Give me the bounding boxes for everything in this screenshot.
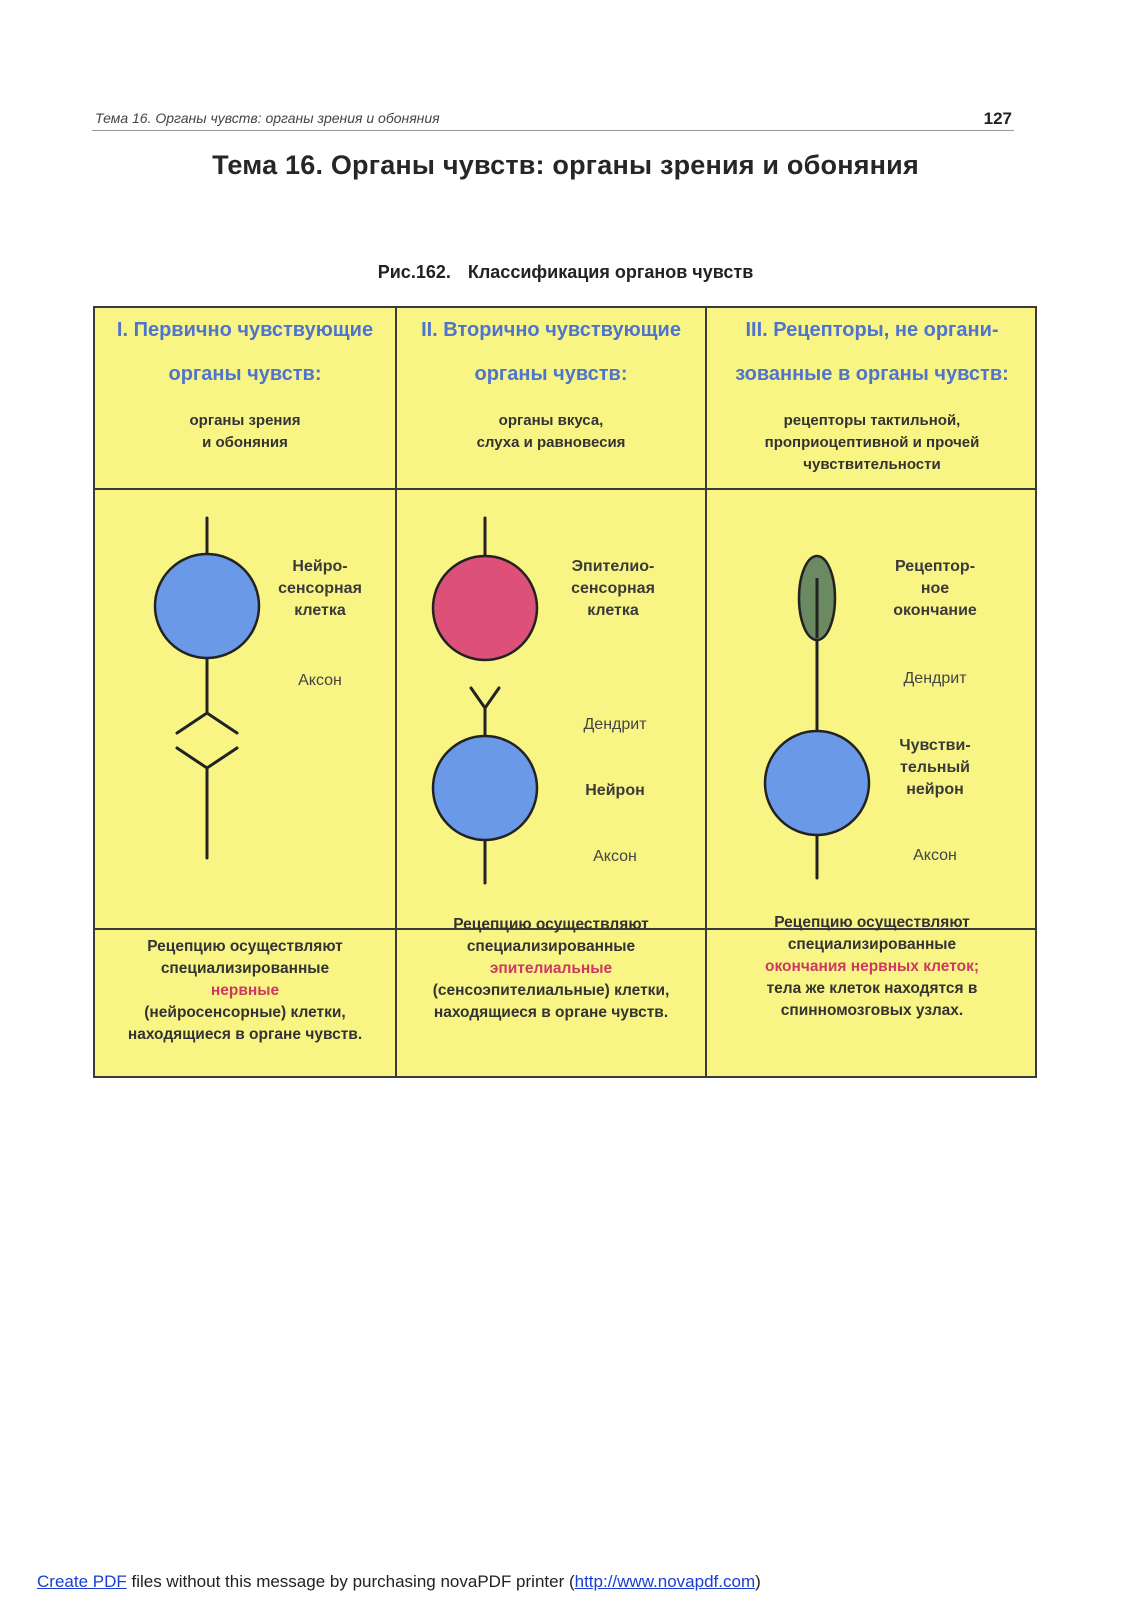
col2-neuron-cell (431, 734, 539, 842)
col1-footer-line: специализированные (160, 960, 330, 977)
col1-synapse-upper (175, 711, 239, 735)
classification-table: I. Первично чувствующие органы чувств: о… (93, 306, 1037, 1078)
col3-footer-line: тела же клеток находятся в (766, 980, 978, 997)
page-title: Тема 16. Органы чувств: органы зрения и … (212, 150, 919, 180)
footer-note-end: ) (755, 1572, 761, 1591)
figure-label: Рис.162. (377, 262, 451, 282)
col2-footer-line: находящиеся в органе чувств. (433, 1004, 669, 1021)
row-divider (95, 488, 1035, 490)
col2-footer-line: Рецепцию осуществляют (453, 916, 649, 933)
col3-label-axon: Аксон (913, 847, 957, 864)
col2-dendrite-fork (469, 686, 501, 711)
col3-label-neuron: Чувстви- тельный нейрон (899, 737, 971, 798)
create-pdf-link[interactable]: Create PDF (37, 1572, 127, 1591)
col3-heading-line2: зованные в органы чувств: (735, 363, 1009, 385)
col1-subtitle: органы зрения и обоняния (189, 412, 301, 451)
neurosensory-cell (153, 552, 261, 660)
page-number: 127 (983, 109, 1012, 128)
col3-footer-highlight: окончания нервных клеток; (765, 958, 979, 975)
col3-footer: Рецепцию осуществляют специализированные… (707, 912, 1037, 1022)
col2-footer-highlight: эпителиальные (489, 960, 613, 977)
sensory-neuron-cell (763, 729, 871, 837)
col1-synapse-lower (175, 746, 239, 770)
col1-footer-line: Рецепцию осуществляют (147, 938, 343, 955)
col1-label-cell: Нейро- сенсорная клетка (278, 558, 362, 619)
col3-label-dendrite: Дендрит (903, 670, 967, 687)
col3-subtitle: рецепторы тактильной, проприоцептивной и… (764, 412, 980, 473)
col3-footer-line: спинномозговых узлах. (780, 1002, 964, 1019)
col3-heading-line1: III. Рецепторы, не органи- (745, 319, 999, 341)
col2-heading-line1: II. Вторично чувствующие (421, 319, 681, 341)
col2-heading: II. Вторично чувствующие органы чувств: (397, 308, 705, 396)
col2-footer-line: специализированные (466, 938, 636, 955)
footer-note-text: files without this message by purchasing… (126, 1572, 575, 1591)
col1-footer-line: (нейросенсорные) клетки, (144, 1004, 346, 1021)
figure-caption: Рис.162. Классификация органов чувств (0, 262, 1131, 283)
running-head: Тема 16. Органы чувств: органы зрения и … (92, 108, 1014, 131)
novapdf-link[interactable]: http://www.novapdf.com (574, 1572, 756, 1591)
col1-heading: I. Первично чувствующие органы чувств: (95, 308, 395, 396)
col1-footer-highlight: нервные (210, 982, 280, 999)
col3-label-ending: Рецептор- ное окончание (893, 558, 977, 619)
col2-label-neuron: Нейрон (585, 782, 645, 799)
column-divider (705, 308, 707, 1076)
col3-footer-line: специализированные (787, 936, 957, 953)
col3-footer-line: Рецепцию осуществляют (774, 914, 970, 931)
col2-heading-line2: органы чувств: (474, 363, 628, 385)
col1-label-axon: Аксон (298, 672, 342, 689)
row-divider (95, 928, 1035, 930)
col2-label-axon: Аксон (593, 848, 637, 865)
col1-heading-line1: I. Первично чувствующие (116, 319, 374, 341)
col1-footer: Рецепцию осуществляют специализированные… (95, 936, 395, 1046)
running-title: Тема 16. Органы чувств: органы зрения и … (95, 110, 440, 126)
figure-caption-text: Классификация органов чувств (467, 262, 754, 282)
receptor-diagrams (153, 516, 871, 885)
col3-heading: III. Рецепторы, не органи- зованные в ор… (707, 308, 1037, 396)
col1-heading-line2: органы чувств: (168, 363, 322, 385)
col2-label-dendrite: Дендрит (583, 716, 647, 733)
col2-subtitle: органы вкуса, слуха и равновесия (476, 412, 626, 451)
pdf-footer-note: Create PDF files without this message by… (37, 1572, 761, 1592)
col2-footer: Рецепцию осуществляют специализированные… (397, 914, 705, 1024)
col2-label-cell: Эпителио- сенсорная клетка (571, 558, 655, 619)
col1-footer-line: находящиеся в органе чувств. (127, 1026, 363, 1043)
col2-footer-line: (сенсоэпителиальные) клетки, (432, 982, 670, 999)
column-divider (395, 308, 397, 1076)
epithelial-sensory-cell (431, 554, 539, 662)
